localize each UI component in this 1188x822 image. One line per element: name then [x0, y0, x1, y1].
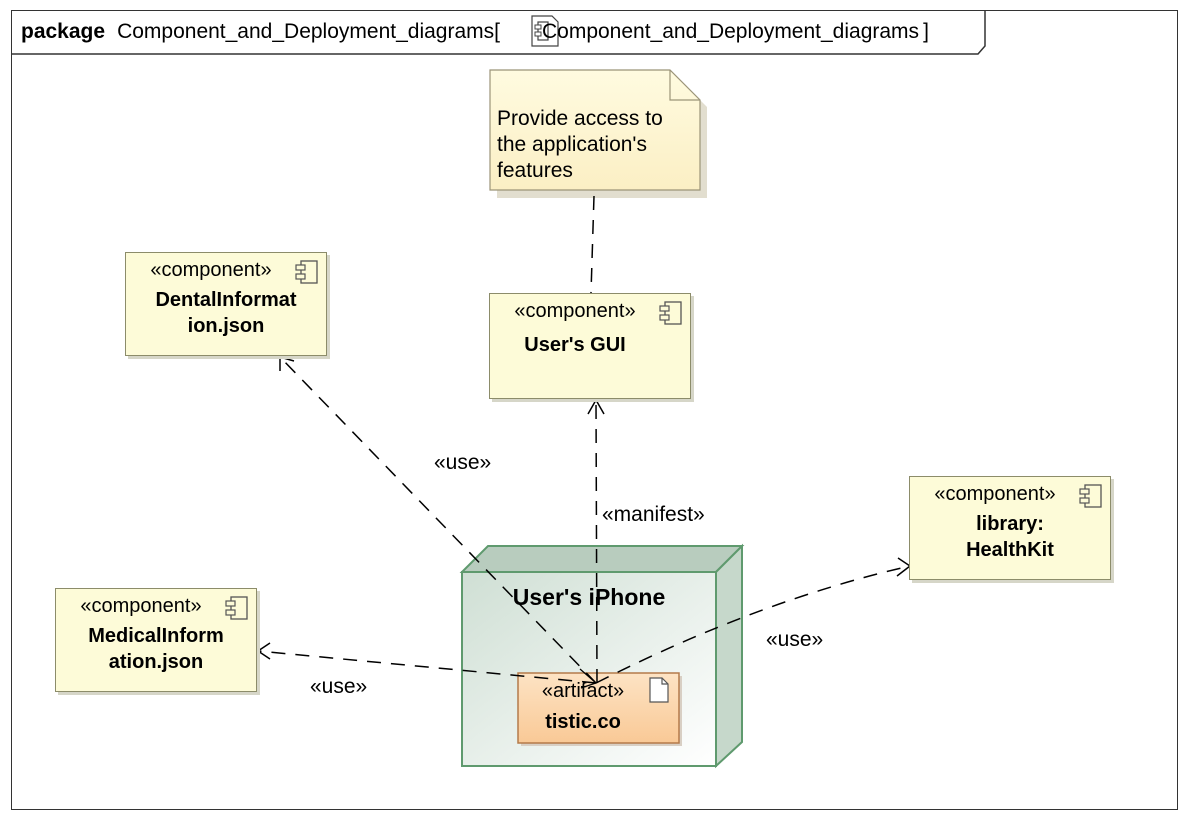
component-users-gui[interactable]: «component» User's GUI: [489, 293, 691, 399]
component-name: DentalInformat: [155, 289, 297, 311]
package-frame: [11, 10, 1178, 810]
node-name: User's iPhone: [512, 584, 666, 610]
relationships: [257, 195, 911, 684]
component-medical-information[interactable]: «component» MedicalInform ation.json: [55, 588, 257, 692]
use-healthkit-line: [595, 565, 911, 684]
component-icon: [1079, 484, 1102, 508]
component-name: HealthKit: [966, 539, 1054, 561]
component-stereotype: «component»: [80, 595, 202, 617]
use-medical-label: «use»: [310, 675, 368, 698]
use-dental-line: [279, 356, 597, 684]
artifact-name: tistic.co: [545, 711, 621, 733]
note-anchor: [590, 195, 595, 294]
frame-bracket-close: ]: [923, 20, 929, 43]
use-medical-line: [257, 650, 597, 684]
component-icon: [659, 301, 682, 325]
component-stereotype: «component»: [150, 259, 272, 281]
frame-tab: [11, 10, 986, 55]
artifact-stereotype: «artifact»: [541, 680, 625, 702]
note-line: features: [497, 159, 573, 182]
use-dental-label: «use»: [434, 451, 492, 474]
manifest-label: «manifest»: [602, 503, 705, 526]
component-dental-information[interactable]: «component» DentalInformat ion.json: [125, 252, 327, 356]
use-healthkit-label: «use»: [766, 628, 824, 651]
component-name: ion.json: [187, 315, 265, 337]
component-stereotype: «component»: [514, 300, 636, 322]
frame-header: package Component_and_Deployment_diagram…: [11, 10, 929, 54]
note: [489, 69, 707, 198]
component-stereotype: «component»: [934, 483, 1056, 505]
frame-keyword: package: [21, 20, 106, 43]
frame-diagram-name: Component_and_Deployment_diagrams: [541, 20, 920, 43]
note-text: Provide access to the application's feat…: [497, 106, 663, 184]
frame-bracket-open: [: [494, 20, 500, 43]
component-name: library:: [976, 513, 1044, 535]
component-name: MedicalInform: [88, 625, 224, 647]
component-name: User's GUI: [524, 334, 626, 356]
note-line: Provide access to: [497, 107, 663, 130]
component-icon: [225, 596, 248, 620]
package-diagram-icon: [531, 15, 559, 47]
note-line: the application's: [497, 133, 647, 156]
artifact-box: [517, 672, 682, 746]
component-name: ation.json: [108, 651, 204, 673]
frame-name: Component_and_Deployment_diagrams: [117, 20, 495, 43]
component-healthkit[interactable]: «component» library: HealthKit: [909, 476, 1111, 580]
component-icon: [295, 260, 318, 284]
